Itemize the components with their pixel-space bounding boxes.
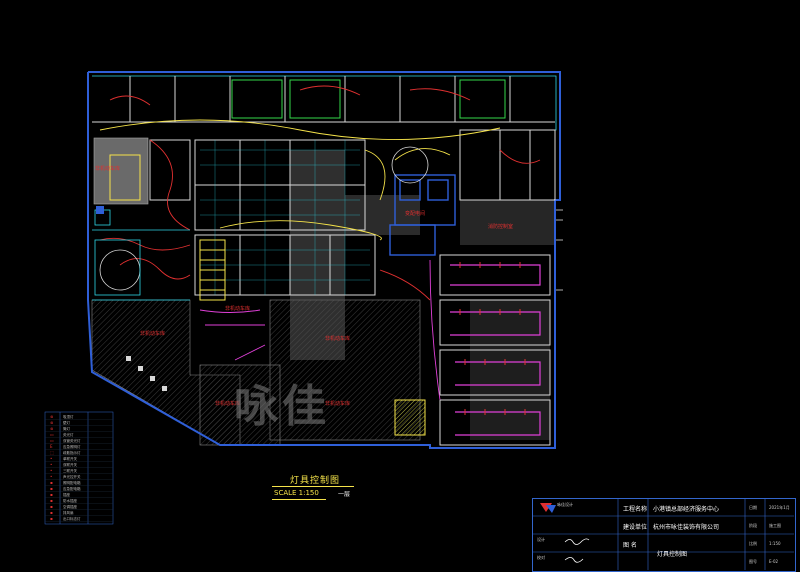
room-label: 消防控制室	[488, 223, 513, 230]
legend-desc: 荧光灯	[63, 432, 74, 437]
date-label: 日期	[749, 505, 757, 510]
north-room-green	[231, 79, 506, 119]
sheet-value: E-02	[769, 559, 779, 564]
legend-desc: 筒灯	[63, 426, 70, 431]
round-room-west	[99, 249, 141, 291]
legend-desc: 防水插座	[63, 498, 77, 503]
room-label: 非机动车库	[325, 400, 350, 407]
legend-desc: 疏散指示灯	[63, 450, 81, 455]
distribution-box	[96, 206, 104, 214]
legend-symbol: ▪	[50, 516, 53, 521]
legend-symbol: •	[50, 474, 52, 479]
room-label: 非机动车库	[215, 400, 240, 407]
round-room-north	[391, 146, 429, 184]
project-name: 小港镇总部经济服务中心	[653, 506, 720, 513]
legend-table	[44, 411, 114, 525]
legend-rows: ⊗ 吸顶灯 ⊗ 壁灯 ⊗ 筒灯 ▭ 荧光灯 ▭ 双管荧光灯 E 应急照明灯 ⬚ 疏散指示灯 • 单联开关 • 双联…	[45, 414, 113, 522]
outer-wall	[87, 71, 561, 449]
title-block-lines	[532, 498, 794, 570]
room-label: 非机动车库	[95, 165, 120, 172]
legend-desc: 空调插座	[63, 504, 77, 509]
room-label: 非机动车库	[225, 305, 250, 312]
legend-symbol: ▪	[50, 480, 53, 485]
title-underline	[272, 486, 354, 487]
phase-label: 阶段	[749, 523, 757, 528]
legend-desc: 三联开关	[63, 468, 77, 473]
sign-label-check: 校对	[537, 555, 545, 560]
phase-value: 施工图	[769, 523, 781, 528]
watermark-block-1	[290, 150, 345, 360]
drawing-scale: SCALE 1:150	[274, 489, 319, 497]
owner-label: 建设单位	[623, 524, 648, 531]
east-light-strips	[450, 264, 541, 436]
west-details	[92, 209, 190, 301]
ceiling-grid	[200, 140, 370, 295]
date-value: 2021年1月	[769, 505, 790, 510]
legend-desc: 双联开关	[63, 462, 77, 467]
watermark-block-3	[460, 200, 555, 245]
sheet-label: 图号	[749, 559, 757, 564]
grey-room-nw	[93, 137, 149, 205]
east-room-walls	[439, 129, 556, 446]
east-exterior	[556, 209, 563, 291]
legend-desc: 声光控开关	[63, 474, 81, 479]
signatures	[564, 538, 590, 563]
drawing-label: 图 名	[623, 542, 637, 549]
legend-symbol: ▪	[50, 510, 53, 515]
legend-symbol: ▭	[50, 432, 54, 437]
legend-desc: 壁灯	[63, 420, 70, 425]
legend-desc: 出口标志灯	[63, 516, 81, 521]
central-office-walls	[149, 139, 376, 296]
stair-yellow	[109, 154, 226, 301]
legend-desc: 应急照明灯	[63, 444, 81, 449]
title-block: 咏佳设计 工程名称 小港镇总部经济服务中心 日期 2021年1月 建设单位 杭州…	[532, 498, 796, 572]
company-name: 咏佳设计	[557, 502, 573, 507]
legend-desc: 单联开关	[63, 456, 77, 461]
drawing-name: 灯具控制图	[657, 551, 688, 558]
legend-desc: 吸顶灯	[63, 414, 74, 419]
room-label: 非机动车库	[140, 330, 165, 337]
legend-symbol: •	[50, 462, 52, 467]
legend-symbol: ▪	[50, 486, 53, 491]
drawing-title: 灯具控制图	[290, 476, 341, 486]
floor-note: 一层	[338, 491, 351, 498]
legend-symbol: ▪	[50, 504, 53, 509]
legend-symbol: ⬚	[50, 450, 54, 455]
legend-symbol: E	[50, 444, 53, 449]
north-room-walls	[92, 76, 555, 123]
legend-desc: 双管荧光灯	[63, 438, 81, 443]
legend-desc: 照明配电箱	[63, 480, 81, 485]
diagonal-columns	[126, 356, 167, 391]
room-labels: 非机动车库 非机动车库 非机动车库 非机动车库 非机动车库 非机动车库 变配电间…	[95, 165, 513, 407]
scale-value: 1:150	[769, 541, 781, 546]
scale-underline	[272, 499, 326, 500]
legend-desc: 插座	[63, 492, 70, 497]
scale-label: 比例	[749, 541, 757, 546]
room-label: 变配电间	[405, 210, 425, 217]
legend-symbol: •	[50, 456, 52, 461]
stair-south	[394, 399, 426, 436]
legend-symbol: ▪	[50, 498, 53, 503]
owner-name: 杭州市咏佳装饰有限公司	[653, 524, 720, 531]
legend-symbol: •	[50, 468, 52, 473]
legend-symbol: ▭	[50, 438, 54, 443]
wiring-circuits	[99, 85, 541, 401]
watermark-block-4	[470, 300, 550, 440]
legend-symbol: ⊗	[50, 426, 53, 431]
title-block-logo	[540, 503, 556, 513]
legend-desc: 排风扇	[63, 510, 74, 515]
hatched-area-south	[199, 364, 281, 446]
east-fixture-ticks	[459, 262, 526, 415]
room-label: 非机动车库	[325, 335, 350, 342]
sign-label-design: 设计	[537, 537, 545, 542]
watermark-logo: 咏佳	[234, 381, 330, 432]
legend-symbol: ⊗	[50, 414, 53, 419]
legend-symbol: ▪	[50, 492, 53, 497]
project-label: 工程名称	[623, 506, 648, 513]
legend-symbol: ⊗	[50, 420, 53, 425]
legend-desc: 应急配电箱	[63, 486, 81, 491]
